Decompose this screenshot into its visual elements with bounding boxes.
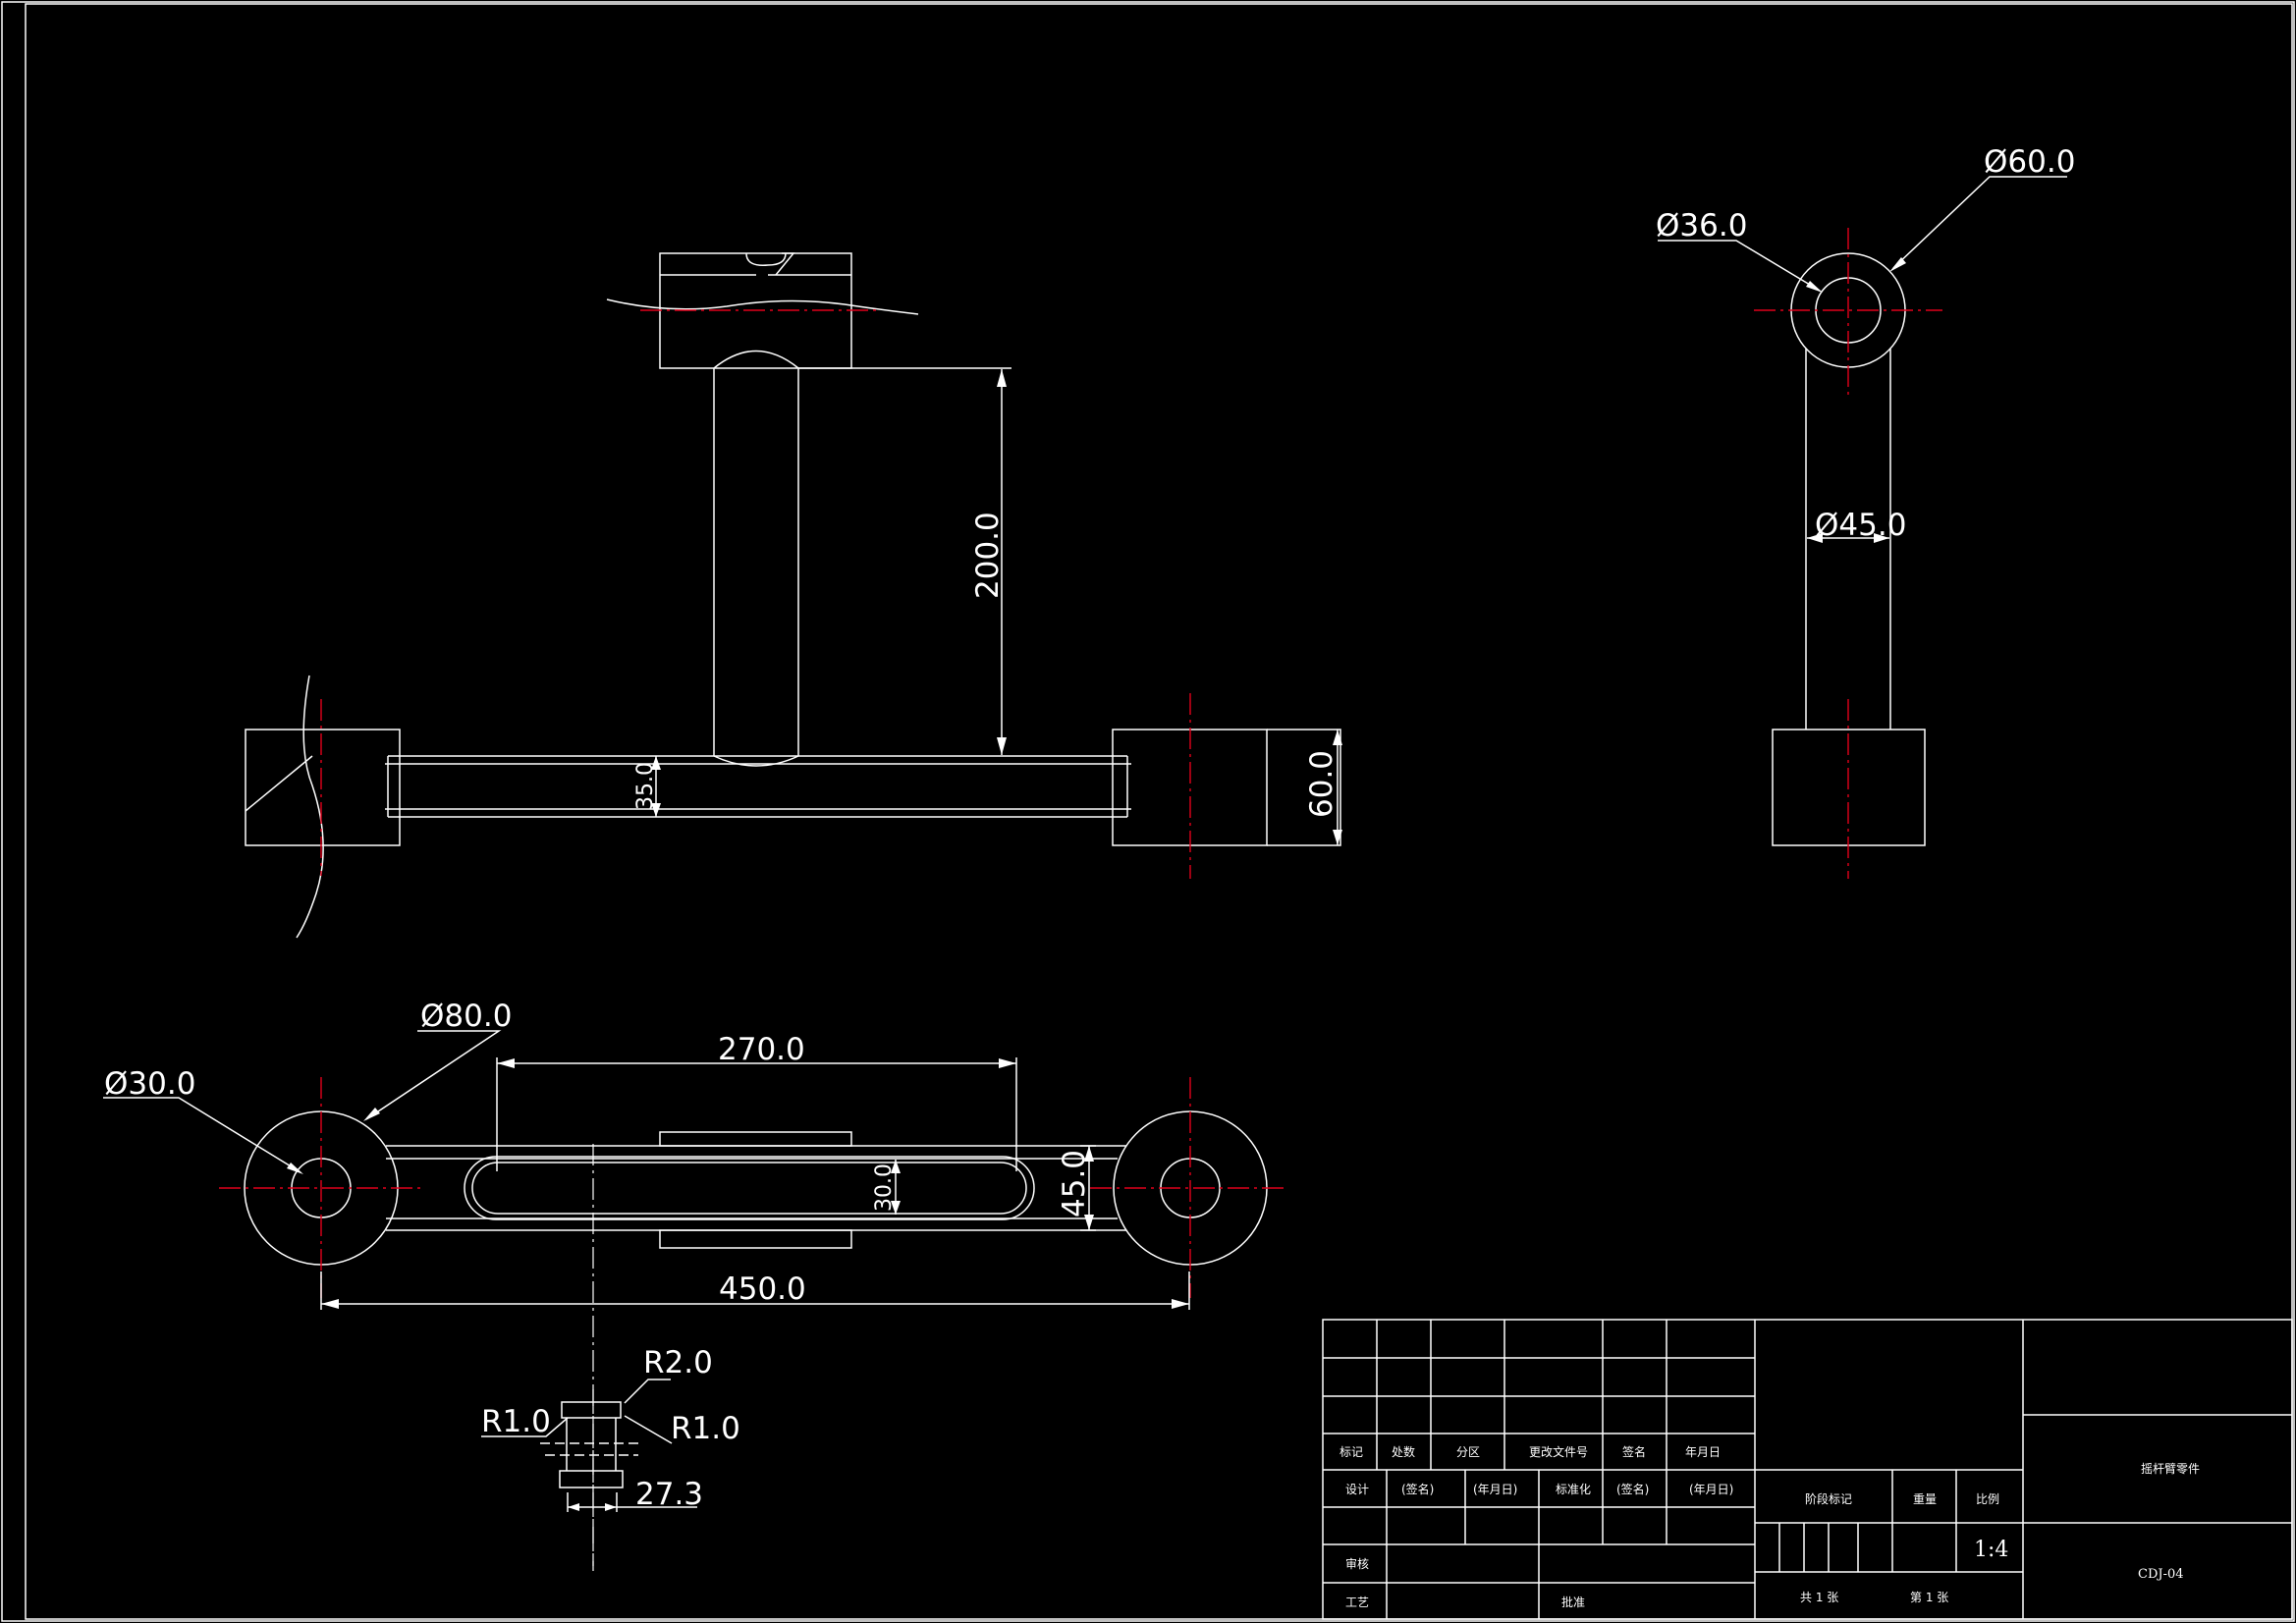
dim-d45: Ø45.0 xyxy=(1815,508,1906,543)
tb-sheet-no: 第 1 张 xyxy=(1910,1591,1948,1604)
front-view xyxy=(245,252,1342,939)
dim-30: 30.0 xyxy=(872,1163,897,1212)
tb-design-5: (年月日) xyxy=(1689,1483,1733,1496)
tb-header-0: 标记 xyxy=(1339,1445,1363,1459)
dim-d36: Ø36.0 xyxy=(1656,208,1747,243)
tb-design-4: (签名) xyxy=(1616,1482,1649,1496)
dim-r2: R2.0 xyxy=(643,1345,713,1380)
tb-design-2: (年月日) xyxy=(1473,1483,1517,1496)
tb-header-2: 分区 xyxy=(1456,1445,1480,1459)
dim-270: 270.0 xyxy=(718,1032,805,1067)
tb-part-name: 摇杆臂零件 xyxy=(2141,1462,2200,1476)
tb-ratio-label: 比例 xyxy=(1976,1492,1999,1506)
tb-header-1: 处数 xyxy=(1392,1444,1415,1459)
tb-header-3: 更改文件号 xyxy=(1529,1444,1588,1459)
dim-60: 60.0 xyxy=(1304,750,1339,818)
dim-r1-left: R1.0 xyxy=(481,1404,551,1439)
tb-weight: 重量 xyxy=(1913,1492,1937,1506)
dim-r1-right: R1.0 xyxy=(671,1411,740,1446)
inner-border xyxy=(25,3,2293,1620)
top-view xyxy=(103,1030,1288,1571)
detail-view xyxy=(481,1379,697,1566)
dim-d60: Ø60.0 xyxy=(1984,144,2075,180)
tb-design-1: (签名) xyxy=(1401,1482,1434,1496)
tb-design-3: 标准化 xyxy=(1556,1483,1591,1496)
tb-header-5: 年月日 xyxy=(1685,1445,1721,1459)
dim-27-3: 27.3 xyxy=(635,1477,703,1512)
title-block xyxy=(1322,1319,2293,1620)
tb-header-4: 签名 xyxy=(1622,1444,1646,1459)
tb-ratio-value: 1:4 xyxy=(1974,1538,2008,1562)
tb-process: 工艺 xyxy=(1345,1596,1369,1609)
tb-stage-mark: 阶段标记 xyxy=(1805,1491,1852,1506)
dim-35: 35.0 xyxy=(633,762,658,810)
tb-review: 审核 xyxy=(1345,1556,1369,1571)
tb-approve: 批准 xyxy=(1561,1595,1585,1609)
dim-d30: Ø30.0 xyxy=(104,1066,195,1102)
tb-sheets-total: 共 1 张 xyxy=(1800,1591,1838,1604)
tb-drawing-no: CDJ-04 xyxy=(2138,1567,2184,1582)
dim-d80: Ø80.0 xyxy=(420,999,512,1034)
dim-200: 200.0 xyxy=(970,512,1006,599)
tb-design-0: 设计 xyxy=(1345,1483,1369,1496)
dim-450: 450.0 xyxy=(719,1271,806,1307)
side-view xyxy=(1658,176,2067,879)
dim-45: 45.0 xyxy=(1057,1150,1092,1217)
